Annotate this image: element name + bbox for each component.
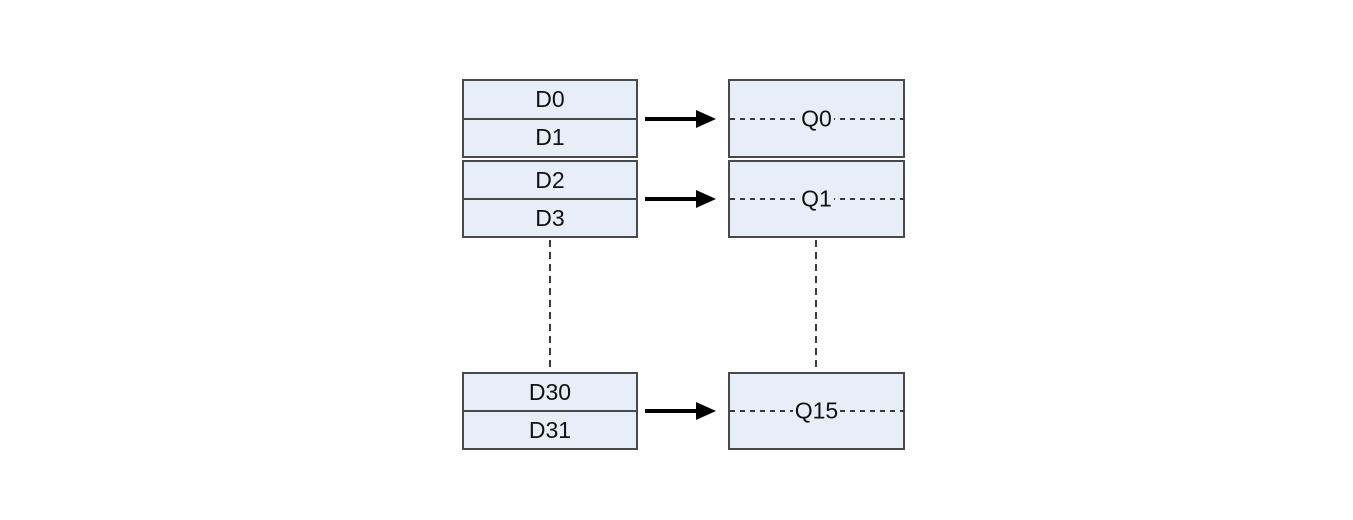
arrow-icon-d23-to-q1 xyxy=(645,190,716,208)
q0-label: Q0 xyxy=(799,105,834,131)
d-cell-d0: D0 xyxy=(464,81,636,120)
q-box-q1: Q1 xyxy=(728,160,907,238)
arrow-icon-d01-to-q0 xyxy=(645,110,716,128)
d-cell-d30: D30 xyxy=(464,374,636,412)
q-box-q0: Q0 xyxy=(728,79,907,158)
d-cell-d2: D2 xyxy=(464,162,636,200)
arrow-head xyxy=(696,110,716,128)
d-group-d0-d1: D0 D1 xyxy=(462,79,638,158)
arrow-icon-d3031-to-q15 xyxy=(645,402,716,420)
d-cell-d3: D3 xyxy=(535,204,565,231)
arrow-shaft xyxy=(645,197,698,201)
d-cell-d31: D31 xyxy=(528,416,572,443)
arrow-head xyxy=(696,190,716,208)
arrow-head xyxy=(696,402,716,420)
d-group-d30-d31: D30 D31 xyxy=(462,372,638,450)
arrow-shaft xyxy=(645,409,698,413)
d-group-d2-d3: D2 D3 xyxy=(462,160,638,238)
continuation-dash-right xyxy=(815,240,817,371)
arrow-shaft xyxy=(645,117,698,121)
d-cell-d1: D1 xyxy=(535,124,565,151)
q15-label: Q15 xyxy=(792,397,841,424)
q-box-q15: Q15 xyxy=(728,372,907,450)
q1-label: Q1 xyxy=(799,185,834,212)
continuation-dash-left xyxy=(549,240,551,371)
